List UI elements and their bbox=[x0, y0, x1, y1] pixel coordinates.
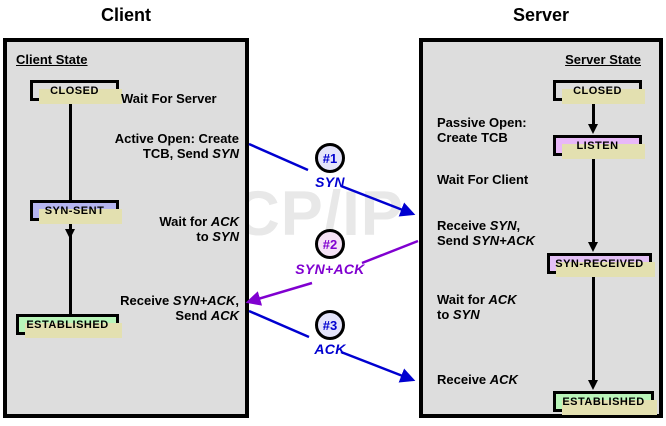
client-state-syn-sent: SYN-SENT bbox=[30, 200, 122, 224]
server-step-wait-for-client: Wait For Client bbox=[437, 172, 529, 187]
server-step-receive-syn: Receive SYN, Send SYN+ACK bbox=[437, 218, 535, 248]
client-step-active-open: Active Open: Create TCB, Send SYN bbox=[114, 131, 239, 161]
client-title: Client bbox=[100, 5, 151, 25]
client-state-established: ESTABLISHED bbox=[16, 314, 122, 338]
server-arrow-synreceived-to-established bbox=[588, 277, 598, 390]
server-arrow-listen-to-synreceived bbox=[588, 159, 598, 252]
server-state-heading: Server State bbox=[565, 52, 641, 67]
client-step-wait-for-ack: Wait for ACK to SYN bbox=[159, 214, 239, 244]
server-state-established: ESTABLISHED bbox=[553, 391, 657, 415]
server-state-listen: LISTEN bbox=[553, 135, 645, 159]
client-step-wait-for-server: Wait For Server bbox=[121, 91, 217, 106]
message-badge-1: #1 bbox=[315, 143, 345, 173]
server-title: Server bbox=[512, 5, 570, 25]
client-state-heading: Client State bbox=[16, 52, 88, 67]
message-badge-3: #3 bbox=[315, 310, 345, 340]
message-badge-2: #2 bbox=[315, 229, 345, 259]
server-step-passive-open: Passive Open: Create TCB bbox=[437, 115, 527, 145]
client-step-receive-synack: Receive SYN+ACK, Send ACK bbox=[120, 293, 239, 323]
server-arrow-closed-to-listen bbox=[588, 104, 598, 134]
message-label-syn: SYN bbox=[315, 174, 345, 190]
message-label-ack: ACK bbox=[314, 341, 346, 357]
server-step-wait-for-ack: Wait for ACK to SYN bbox=[437, 292, 517, 322]
server-state-closed: CLOSED bbox=[553, 80, 645, 104]
client-panel: Client State CLOSED SYN-SENT ESTABLISHED… bbox=[3, 38, 249, 418]
server-state-syn-received: SYN-RECEIVED bbox=[547, 253, 655, 277]
client-state-closed: CLOSED bbox=[30, 80, 122, 104]
server-panel: Server State CLOSED LISTEN SYN-RECEIVED … bbox=[419, 38, 663, 418]
server-step-receive-ack: Receive ACK bbox=[437, 372, 518, 387]
message-label-syn-ack: SYN+ACK bbox=[295, 261, 365, 277]
